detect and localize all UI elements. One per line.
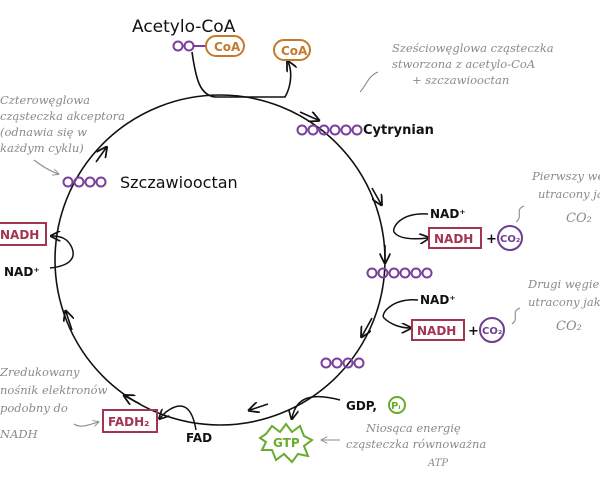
pi-label: Pᵢ [391, 401, 401, 412]
nadh-2-box [411, 319, 465, 341]
nadh-2-label: NADH [417, 324, 456, 338]
note-six-carbon-pointer [359, 71, 379, 93]
note-gtp-line-3: ATP [427, 458, 448, 469]
coa-tag [205, 35, 245, 57]
coa-label: CoA [214, 40, 241, 54]
coa-released-tag [273, 39, 311, 61]
citrate-label: Cytrynian [363, 123, 434, 138]
cycle-arrow-5 [250, 404, 269, 410]
plus-2: + [468, 324, 479, 339]
note-first-carbon-pointer [515, 205, 525, 223]
note-carrier-line-4: NADH [0, 427, 39, 441]
note-second-carbon-line-2: utracony jako [528, 295, 600, 309]
plus-1: + [486, 232, 497, 247]
oxaloacetate-carbons [62, 176, 107, 188]
fadh2-label: FADH₂ [108, 415, 149, 429]
note-first-carbon-line-3: CO₂ [566, 211, 592, 226]
nadh-1-box [428, 227, 482, 249]
note-gtp-line-1: Niosąca energię [365, 421, 461, 435]
four-carbon-intermediate [320, 357, 365, 369]
cycle-arrow-1 [299, 112, 318, 120]
note-first-carbon-line-1: Pierwszy węgiel [531, 169, 600, 183]
note-four-carbon-pointer [33, 159, 58, 174]
note-four-carbon-line-4: każdym cyklu) [0, 141, 84, 155]
note-carrier-pointer [73, 422, 98, 426]
cycle-arrow-8 [95, 148, 106, 163]
cycle-arrow-4 [362, 317, 373, 336]
nad-reduction-arrow-3 [50, 236, 74, 269]
co2-2-label: CO₂ [482, 326, 502, 337]
nad-reduction-arrow-2 [382, 299, 419, 328]
co2-1-circle [497, 225, 523, 251]
pi-circle [388, 396, 406, 414]
note-four-carbon-line-3: (odnawia się w [0, 125, 87, 139]
nadh-1-label: NADH [434, 232, 473, 246]
co2-1-label: CO₂ [500, 234, 520, 245]
gtp-burst [258, 422, 314, 464]
note-second-carbon-line-1: Drugi węgiel [527, 277, 600, 291]
note-four-carbon-line-1: Czterowęglowa [0, 93, 90, 107]
note-carrier-line-2: nośnik elektronów [0, 383, 108, 397]
coa-released-label: CoA [281, 44, 308, 58]
gdp-label: GDP, [346, 399, 377, 413]
nad-reduction-arrow-1 [392, 213, 428, 239]
nad-plus-2-label: NAD⁺ [420, 293, 456, 307]
note-carrier-line-3: podobny do [0, 401, 68, 415]
gtp-formation-arrow [292, 395, 341, 418]
five-carbon-intermediate [366, 267, 433, 279]
acetyl-coa-label: Acetylo-CoA [132, 17, 236, 37]
note-six-carbon-line-2: stworzona z acetylo-CoA [392, 57, 535, 71]
fadh2-box [102, 409, 158, 433]
fad-reduction-arrow [160, 405, 197, 431]
acetyl-carbons [172, 40, 206, 52]
note-second-carbon-line-3: CO₂ [556, 319, 582, 334]
note-first-carbon-line-2: utracony jako [538, 187, 600, 201]
cycle-arrow-7 [66, 312, 72, 331]
acetyl-entry-arrow [191, 51, 291, 98]
note-four-carbon-line-2: cząsteczka akceptora [0, 109, 125, 123]
nadh-3-label: NADH [0, 228, 39, 242]
nad-plus-1-label: NAD⁺ [430, 207, 466, 221]
oxaloacetate-label: Szczawiooctan [120, 173, 238, 192]
note-six-carbon-line-3: + szczawiooctan [412, 73, 509, 87]
co2-2-circle [479, 317, 505, 343]
note-gtp-line-2: cząsteczka równoważna [346, 437, 486, 451]
gtp-label: GTP [273, 436, 300, 450]
nad-plus-3-label: NAD⁺ [4, 265, 40, 279]
citrate-carbons [296, 124, 363, 136]
cycle-arrow-2 [371, 187, 381, 204]
note-six-carbon-line-1: Sześciowęglowa cząsteczka [392, 41, 554, 55]
cycle-arrow-6 [125, 396, 141, 404]
fad-label: FAD [186, 431, 212, 445]
note-second-carbon-pointer [511, 307, 521, 325]
note-carrier-line-1: Zredukowany [0, 365, 80, 379]
cycle-ring [54, 94, 386, 426]
nadh-3-box [0, 222, 47, 246]
